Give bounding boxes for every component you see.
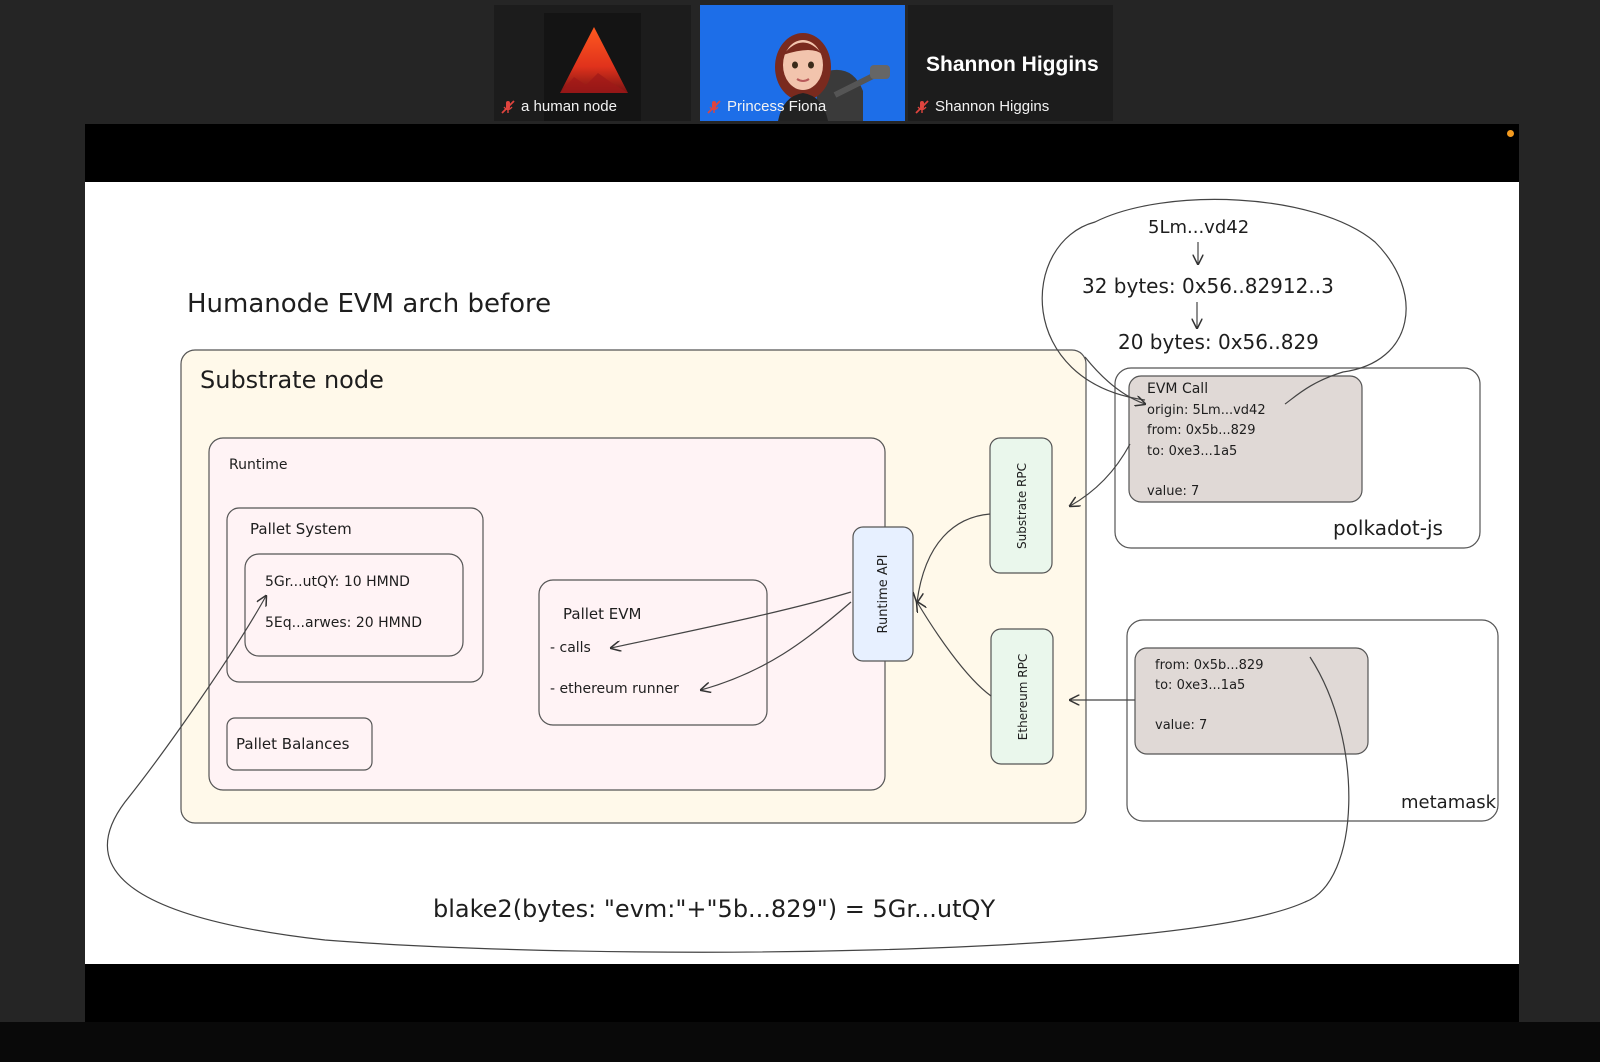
derivation-address: 5Lm...vd42 [1148, 217, 1249, 238]
derivation-lasso [1041, 198, 1407, 405]
lasso-to-origin-arrow [1084, 356, 1145, 404]
formula-loop [106, 596, 1350, 953]
pallet-system-label: Pallet System [250, 520, 352, 538]
bottom-bar [0, 1022, 1600, 1062]
metamask-label: metamask [1401, 792, 1497, 813]
pallet-balances-label: Pallet Balances [236, 735, 350, 753]
pallet-evm-label: Pallet EVM [563, 605, 641, 623]
participant-tile-princess-fiona[interactable]: Princess Fiona [700, 5, 905, 121]
metamask-tx-to: to: 0xe3...1a5 [1155, 678, 1245, 693]
runtime-api-to-calls-arrow [611, 591, 852, 648]
runtime-label: Runtime [229, 457, 287, 473]
metamask-tx-value: value: 7 [1155, 718, 1207, 733]
mountain-logo-icon [544, 13, 641, 121]
participant-display-name: Shannon Higgins [926, 53, 1099, 76]
balance-entry: 5Eq...arwes: 20 HMND [265, 615, 422, 631]
formula-text: blake2(bytes: "evm:"+"5b...829") = 5Gr..… [433, 895, 995, 923]
metamask-tx-from: from: 0x5b...829 [1155, 658, 1263, 673]
slide-canvas: Humanode EVM arch before Substrate node … [85, 182, 1519, 964]
evm-call-value: value: 7 [1147, 484, 1199, 499]
evm-call-origin: origin: 5Lm...vd42 [1147, 403, 1266, 418]
participant-name-label: Princess Fiona [706, 98, 826, 115]
substrate-node-label: Substrate node [200, 366, 384, 394]
participant-tile-shannon-higgins[interactable]: Shannon Higgins Shannon Higgins [908, 5, 1113, 121]
muted-mic-icon [707, 99, 721, 114]
participant-name-label: Shannon Higgins [914, 98, 1049, 115]
runtime-api-to-runner-arrow [701, 601, 852, 690]
substrate-rpc-to-runtime-api-arrow [917, 513, 991, 602]
ethereum-rpc-box [990, 628, 1054, 765]
evm-call-from: from: 0x5b...829 [1147, 423, 1255, 438]
balances-store-box [244, 553, 464, 657]
pallet-evm-item: - calls [550, 640, 591, 656]
polkadot-to-substrate-rpc-arrow [1070, 443, 1131, 506]
participant-name-label: a human node [500, 98, 617, 115]
muted-mic-icon [501, 99, 515, 114]
substrate-rpc-label: Substrate RPC [1015, 463, 1029, 549]
pallet-evm-item: - ethereum runner [550, 681, 679, 697]
polkadot-js-label: polkadot-js [1333, 516, 1443, 540]
substrate-rpc-box [989, 437, 1053, 574]
participant-tile-a-human-node[interactable]: a human node [494, 5, 691, 121]
evm-call-to: to: 0xe3...1a5 [1147, 444, 1237, 459]
muted-mic-icon [915, 99, 929, 114]
slide-title: Humanode EVM arch before [187, 289, 551, 319]
ethereum-rpc-to-runtime-api-arrow [917, 602, 992, 697]
evm-call-box [1128, 375, 1363, 503]
balance-entry: 5Gr...utQY: 10 HMND [265, 574, 410, 590]
cartoon-avatar-icon [775, 33, 890, 121]
shared-screen: Humanode EVM arch before Substrate node … [85, 124, 1519, 1022]
recording-indicator-icon [1507, 130, 1514, 137]
evm-call-title: EVM Call [1147, 381, 1208, 397]
pallet-balances-box [226, 717, 373, 771]
runtime-api-label: Runtime API [876, 555, 891, 634]
derivation-32-bytes: 32 bytes: 0x56..82912..3 [1082, 274, 1334, 298]
derivation-20-bytes: 20 bytes: 0x56..829 [1118, 330, 1319, 354]
ethereum-rpc-label: Ethereum RPC [1016, 654, 1030, 740]
metamask-tx-box [1134, 647, 1369, 755]
